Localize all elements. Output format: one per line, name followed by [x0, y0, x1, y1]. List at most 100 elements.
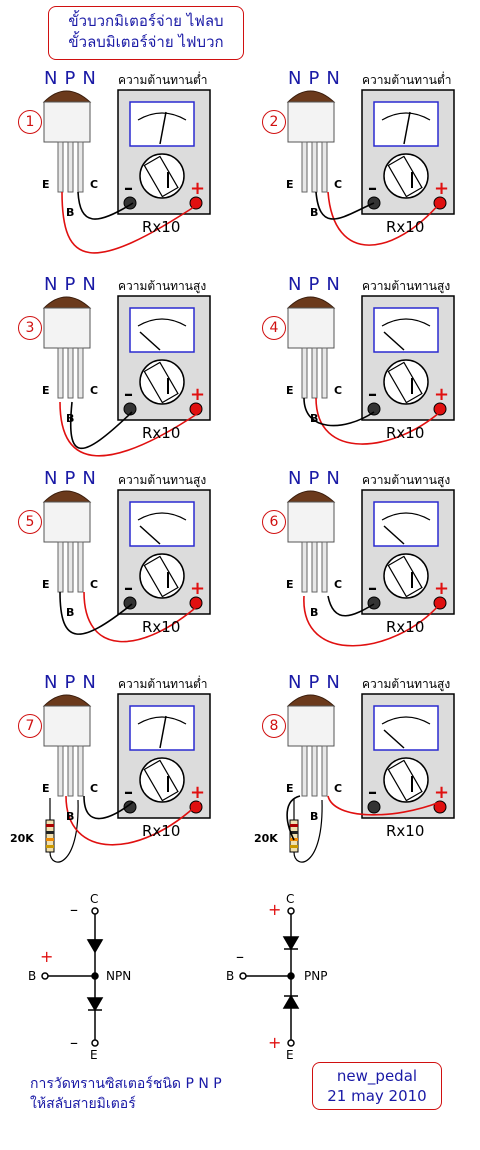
pnp-note-line-2: ให้สลับสายมิเตอร์ [30, 1096, 136, 1112]
plus-terminal-sign: + [190, 578, 206, 599]
transistor-lead [77, 141, 84, 193]
transistor-lead [77, 347, 84, 399]
multimeter [361, 295, 455, 421]
multimeter [361, 89, 455, 215]
transistor-lead [321, 141, 328, 193]
pnp-c-label: C [286, 892, 295, 906]
transistor-type-label: NPN [44, 68, 103, 89]
meter-scale [381, 716, 431, 725]
meter-display [129, 705, 195, 751]
resistance-reading: ความต้านทานต่ำ [362, 73, 452, 87]
meter-scale [137, 318, 187, 327]
resistor-value: 20K [10, 832, 34, 845]
pin-b-label: B [310, 810, 319, 823]
transistor-type-label: NPN [288, 468, 347, 489]
red-probe-wire [303, 595, 441, 647]
transistor [42, 296, 92, 399]
transistor-body [43, 705, 91, 747]
positive-jack [189, 596, 203, 610]
transistor [286, 90, 336, 193]
meter-needle [383, 525, 405, 545]
npn-c-label: C [90, 892, 99, 906]
meter-scale [137, 716, 187, 725]
transistor-lead [67, 141, 74, 193]
panel-drawing [42, 693, 211, 863]
npn-b-plus: + [40, 947, 54, 966]
panel-number: 8 [262, 714, 286, 738]
multimeter [361, 489, 455, 615]
transistor-type-label: NPN [44, 274, 103, 295]
meter-display [373, 307, 439, 353]
transistor-lead [77, 541, 84, 593]
plus-terminal-sign: + [190, 782, 206, 803]
transistor-cap [42, 296, 92, 309]
range-setting: Rx10 [386, 218, 425, 236]
pin-c-label: C [334, 782, 343, 795]
minus-terminal-sign: – [124, 384, 133, 405]
header-box: ขั้วบวกมิเตอร์จ่าย ไฟลบ ขั้วลบมิเตอร์จ่า… [48, 6, 244, 60]
meter-scale [381, 318, 431, 327]
resistance-reading: ความต้านทานสูง [362, 279, 451, 293]
minus-terminal-sign: – [368, 178, 377, 199]
resistance-reading: ความต้านทานต่ำ [118, 677, 208, 691]
npn-c-minus: – [70, 900, 78, 919]
pin-c-label: C [90, 782, 99, 795]
pin-b-label: B [66, 810, 75, 823]
meter-scale [137, 112, 187, 121]
transistor-lead [67, 541, 74, 593]
plus-terminal-sign: + [190, 384, 206, 405]
negative-jack [123, 596, 137, 610]
header-line-1: ขั้วบวกมิเตอร์จ่าย ไฟลบ [68, 12, 224, 30]
transistor-lead [77, 745, 84, 797]
pnp-type-label: PNP [304, 969, 328, 983]
resistance-reading: ความต้านทานสูง [362, 677, 451, 691]
transistor-lead [57, 141, 64, 193]
multimeter [117, 295, 211, 421]
transistor-lead [57, 745, 64, 797]
transistor-lead [57, 347, 64, 399]
black-probe-wire [59, 591, 133, 635]
transistor-lead [67, 745, 74, 797]
pnp-e-plus: + [268, 1033, 282, 1052]
resistor [45, 798, 79, 863]
pin-e-label: E [286, 178, 294, 191]
transistor-type-label: NPN [44, 672, 103, 693]
npn-e-minus: – [70, 1033, 78, 1052]
pin-e-label: E [42, 782, 50, 795]
panel-drawing [286, 89, 455, 246]
meter-needle [383, 331, 405, 351]
meter-scale [137, 512, 187, 521]
transistor [286, 296, 336, 399]
panel-drawing [286, 295, 455, 445]
panel-number: 4 [262, 316, 286, 340]
pnp-symbol [239, 907, 300, 1047]
panel-number: 7 [18, 714, 42, 738]
pin-e-label: E [42, 178, 50, 191]
meter-display [129, 501, 195, 547]
author-name: new_pedal [336, 1067, 418, 1085]
pnp-note-line-1: การวัดทรานซิสเตอร์ชนิด P N P [30, 1076, 222, 1092]
transistor-lead [301, 541, 308, 593]
black-probe-wire [315, 191, 375, 220]
minus-terminal-sign: – [124, 578, 133, 599]
range-setting: Rx10 [386, 618, 425, 636]
meter-display [373, 705, 439, 751]
transistor-lead [321, 541, 328, 593]
transistor-lead [311, 745, 318, 797]
minus-terminal-sign: – [368, 384, 377, 405]
panel-number: 6 [262, 510, 286, 534]
pin-c-label: C [90, 578, 99, 591]
pnp-b-label: B [226, 969, 235, 983]
transistor-cap [286, 90, 336, 103]
meter-display [129, 307, 195, 353]
pnp-b-minus: – [236, 947, 244, 966]
resistor-value: 20K [254, 832, 278, 845]
red-probe-wire [327, 191, 441, 246]
transistor [286, 490, 336, 593]
transistor-body [287, 705, 335, 747]
